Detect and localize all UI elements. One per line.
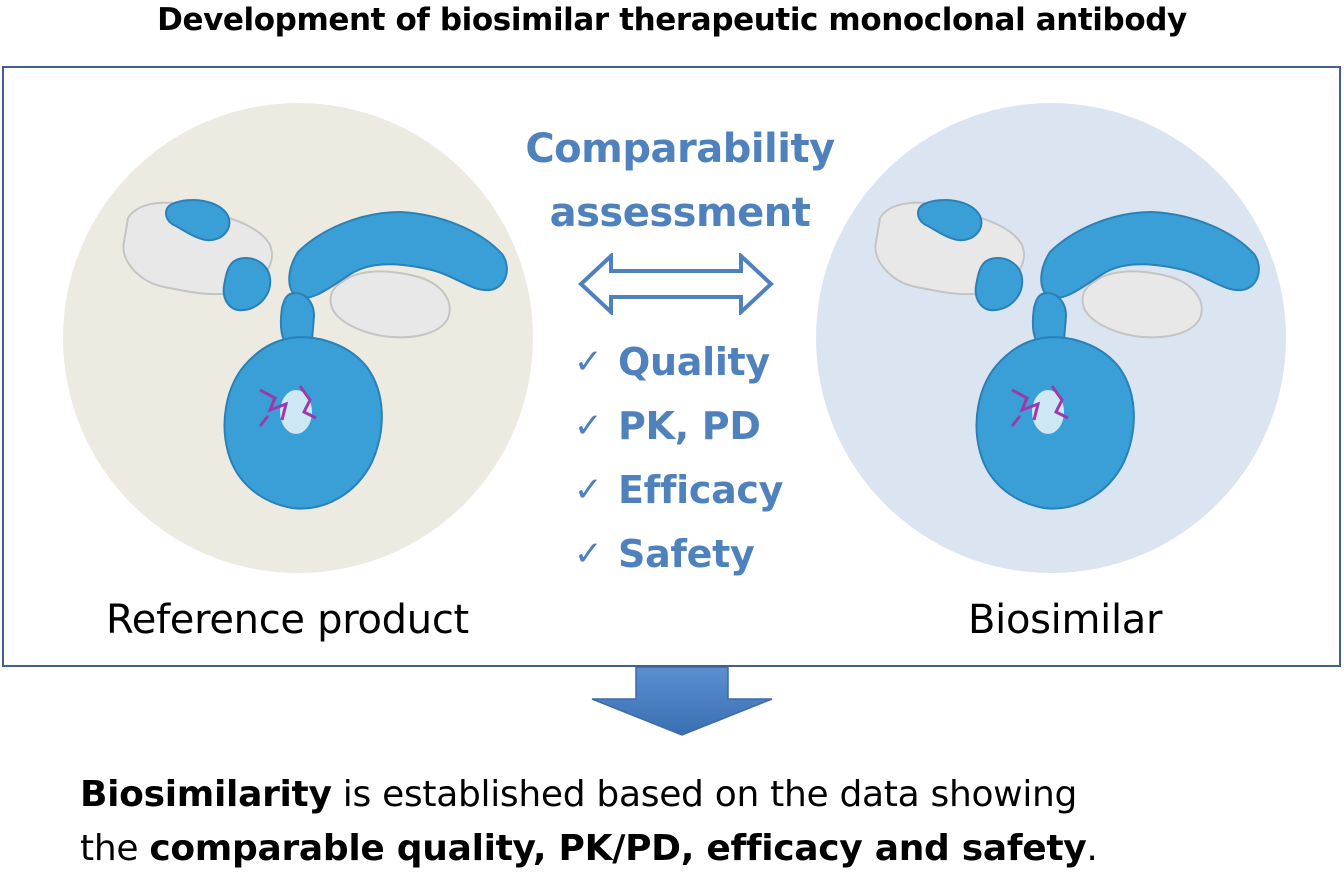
biosimilar-label: Biosimilar	[968, 597, 1163, 643]
comparability-line-2: assessment	[549, 190, 811, 236]
conclusion-line-1: Biosimilarity is established based on th…	[80, 768, 1310, 822]
comparability-heading: Comparability assessment	[500, 117, 860, 245]
checklist-item-pk-pd: ✓ PK, PD	[574, 394, 783, 458]
checklist-label: Quality	[618, 340, 770, 384]
checklist-label: Safety	[618, 532, 755, 576]
conclusion-bold-criteria: comparable quality, PK/PD, efficacy and …	[149, 828, 1087, 869]
biosimilar-antibody-image	[873, 198, 1261, 511]
reference-product-label: Reference product	[106, 597, 469, 643]
conclusion-line-2: the comparable quality, PK/PD, efficacy …	[80, 822, 1310, 876]
check-icon: ✓	[574, 470, 603, 510]
reference-antibody-image	[121, 198, 509, 511]
comparability-line-1: Comparability	[525, 126, 835, 172]
conclusion-text-2: the	[80, 828, 150, 869]
comparison-panel	[2, 66, 1341, 667]
checklist-label: PK, PD	[618, 404, 761, 448]
check-icon: ✓	[574, 406, 603, 446]
checklist-item-efficacy: ✓ Efficacy	[574, 458, 783, 522]
conclusion-text-3: .	[1086, 828, 1098, 869]
checklist-label: Efficacy	[618, 468, 784, 512]
page-title: Development of biosimilar therapeutic mo…	[157, 2, 1187, 38]
check-icon: ✓	[574, 342, 603, 382]
check-icon: ✓	[574, 534, 603, 574]
checklist-item-quality: ✓ Quality	[574, 330, 783, 394]
double-headed-arrow-icon	[578, 253, 774, 315]
checklist-item-safety: ✓ Safety	[574, 522, 783, 586]
comparison-checklist: ✓ Quality ✓ PK, PD ✓ Efficacy ✓ Safety	[574, 330, 783, 586]
conclusion-text-1: is established based on the data showing	[331, 774, 1078, 815]
down-arrow-icon	[591, 667, 773, 736]
conclusion-bold-term: Biosimilarity	[80, 774, 332, 815]
conclusion-text: Biosimilarity is established based on th…	[80, 768, 1310, 876]
